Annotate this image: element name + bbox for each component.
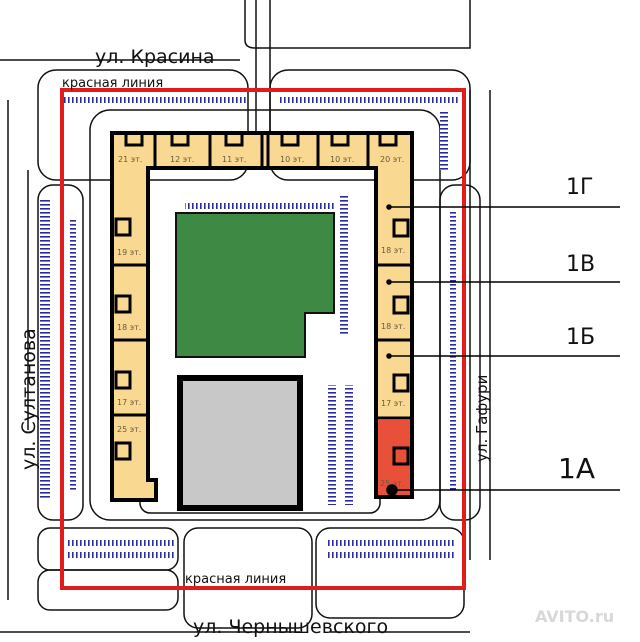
residential-complex [110, 131, 414, 502]
floor-label: 17 эт. [117, 398, 141, 407]
floor-label: 10 эт. [330, 155, 354, 164]
street-label-top: ул. Красина [95, 46, 215, 68]
floor-label: 18 эт. [117, 323, 141, 332]
street-label-left: ул. Султанова [18, 328, 40, 470]
red-line-boundary [60, 88, 466, 590]
floor-label: 11 эт. [222, 155, 246, 164]
section-label-1v: 1В [566, 252, 595, 277]
floor-label: 18 эт. [381, 322, 405, 331]
section-leaders [386, 204, 620, 496]
floor-label: 25 эт. [117, 425, 141, 434]
floor-labels: 21 эт. 12 эт. 11 эт. 10 эт. 10 эт. 20 эт… [117, 155, 405, 488]
green-yard [175, 212, 335, 358]
watermark: AVITO.ru [535, 607, 614, 626]
floor-label: 20 эт. [380, 155, 404, 164]
section-label-1g: 1Г [566, 175, 593, 200]
street-label-right: ул. Гафури [473, 375, 491, 462]
floor-label: 19 эт. [117, 248, 141, 257]
parking-building [177, 375, 303, 511]
floor-label: 18 эт. [381, 246, 405, 255]
floor-label: 21 эт. [118, 155, 142, 164]
red-line-label-bottom: красная линия [185, 572, 286, 587]
parking-areas [40, 97, 460, 558]
section-label-1a: 1А [558, 452, 595, 485]
floor-label: 10 эт. [280, 155, 304, 164]
floor-label: 17 эт. [381, 399, 405, 408]
floor-label: 25 эт. [380, 479, 404, 488]
floor-label: 12 эт. [170, 155, 194, 164]
street-label-bottom: ул. Чернышевского [193, 616, 388, 638]
section-label-1b: 1Б [566, 325, 595, 350]
red-line-label-top: красная линия [62, 76, 163, 91]
